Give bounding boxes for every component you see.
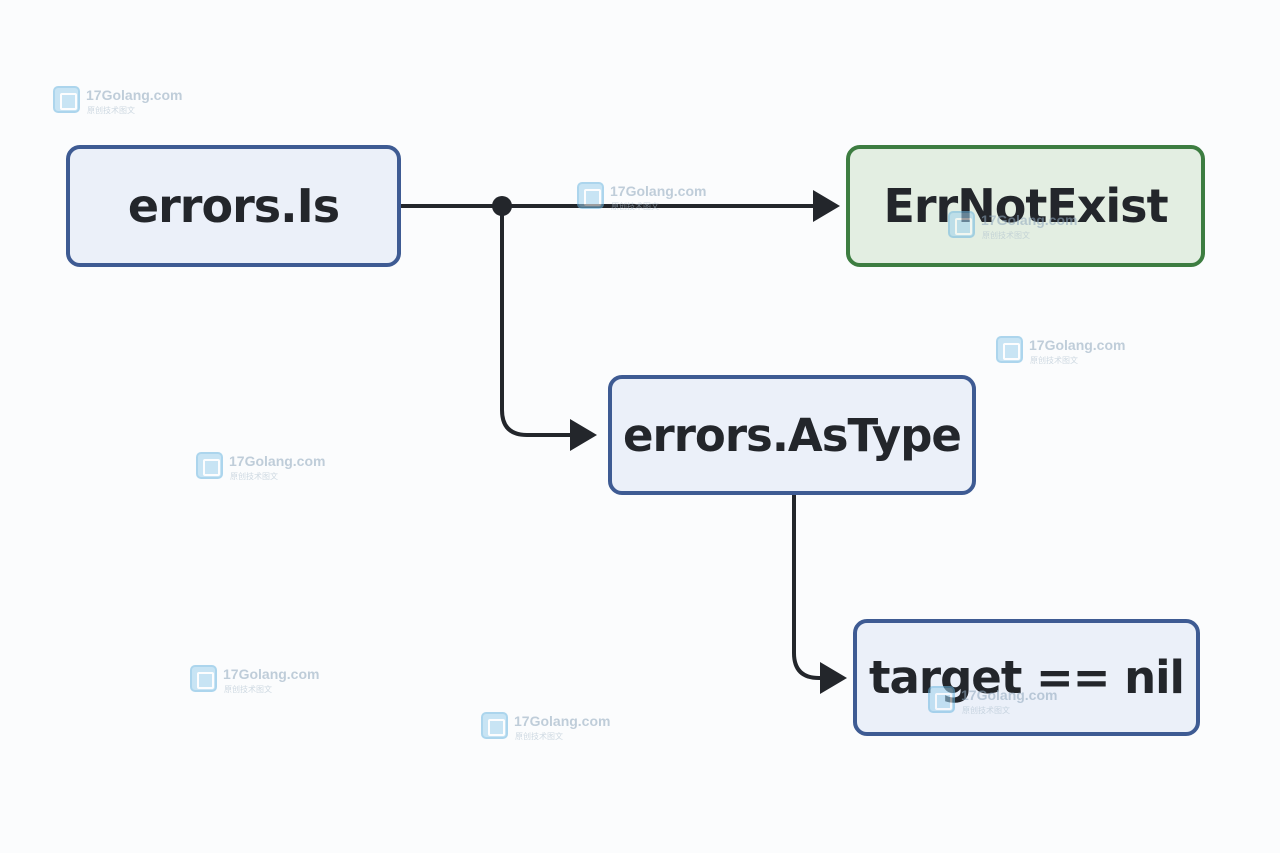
connector-astype-to-target bbox=[792, 495, 822, 680]
node-target-nil-label: target == nil bbox=[869, 651, 1185, 704]
node-target-nil: target == nil bbox=[853, 619, 1200, 736]
node-err-not-exist: ErrNotExist bbox=[846, 145, 1205, 267]
node-errors-is: errors.Is bbox=[66, 145, 401, 267]
connector-is-to-astype bbox=[500, 206, 572, 437]
arrowhead-astype bbox=[570, 419, 597, 451]
arrowhead-target bbox=[820, 662, 847, 694]
node-errors-as-type-label: errors.AsType bbox=[623, 408, 962, 462]
node-err-not-exist-label: ErrNotExist bbox=[883, 179, 1168, 233]
node-errors-is-label: errors.Is bbox=[127, 179, 340, 233]
node-errors-as-type: errors.AsType bbox=[608, 375, 976, 495]
arrowhead-errnotexist bbox=[813, 190, 840, 222]
